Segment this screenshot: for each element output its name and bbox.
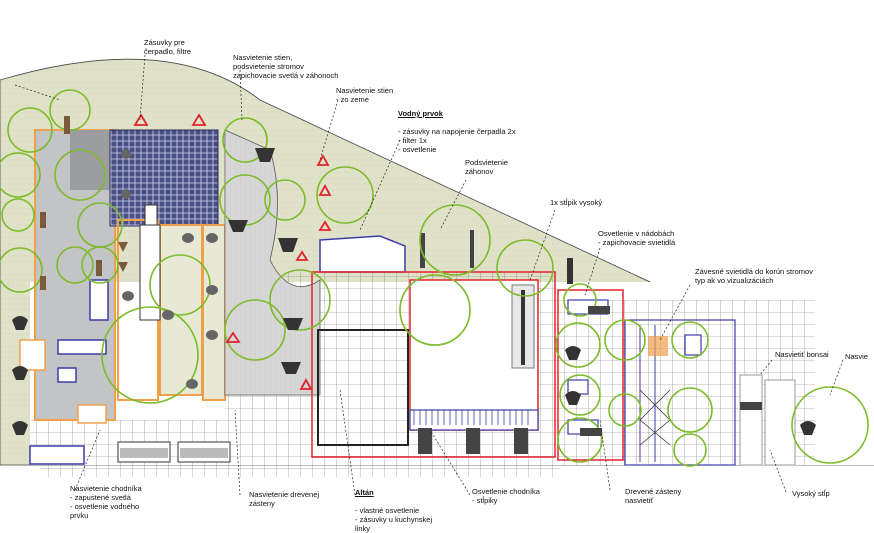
vodny-prvok-title: Vodný prvok	[398, 109, 443, 118]
wall-lights	[40, 116, 128, 290]
pergola-roof	[109, 129, 219, 227]
altan-title: Altán	[355, 488, 374, 497]
altan-body: - vlastné osvetlenie - zásuvky u kuchyns…	[355, 506, 433, 533]
spotlights	[12, 148, 816, 435]
label-zavesne-svietidla: Závesné svietidlá do korún stromov typ a…	[695, 267, 813, 285]
label-nasvietenie-drevenej: Nasvietenie drevenej zásteny	[249, 490, 320, 508]
label-nasvie-edge: Nasvie	[845, 352, 868, 361]
leader-lines	[14, 54, 844, 496]
bed-uplights	[121, 149, 218, 389]
label-drevene-zasteny: Drevené zásteny nasvietiť	[625, 487, 682, 505]
label-nasvietenie-stien: Nasvietenie stien, podsvietenie stromov …	[233, 53, 339, 80]
label-podsvietenie-zahonov: Podsvietenie záhonov	[465, 158, 508, 176]
label-vysoky-stlp: Vysoký stĺp	[792, 489, 830, 498]
tree-canopies	[0, 89, 869, 467]
label-nasvietenie-stien-zo-zeme: Nasvietenie stien - zo zeme	[336, 86, 394, 104]
pavilion-outline	[311, 271, 556, 458]
label-nasvietit-bonsai: Nasvietiť bonsai	[775, 350, 829, 359]
label-nasvietenie-chodnika-left: Nasvietenie chodníka - zapustené svetlá …	[70, 484, 142, 520]
label-osvetlenie-nadobach: Osvetlenie v nádobách - zapichovacie svi…	[598, 229, 676, 247]
warning-triangles	[133, 113, 332, 390]
pavilion-uplights	[418, 428, 528, 454]
label-stlpik-vysoky: 1x stĺpik vysoký	[550, 198, 603, 207]
label-vodny-prvok: Vodný prvok - zásuvky na napojenie čerpa…	[398, 100, 516, 154]
raised-bed-3	[202, 224, 226, 401]
water-feature	[319, 235, 406, 273]
label-osvetlenie-chodnika-stlpiky: Osvetlenie chodníka - stĺpiky	[472, 487, 540, 505]
vodny-prvok-body: - zásuvky na napojenie čerpadla 2x - fil…	[398, 127, 516, 154]
multi-spot-fixtures	[580, 306, 762, 436]
label-zasuvky-cerpadlo: Zásuvky pre čerpadlo, filtre	[144, 38, 192, 56]
label-altan: Altán - vlastné osvetlenie - zásuvky u k…	[355, 479, 432, 533]
